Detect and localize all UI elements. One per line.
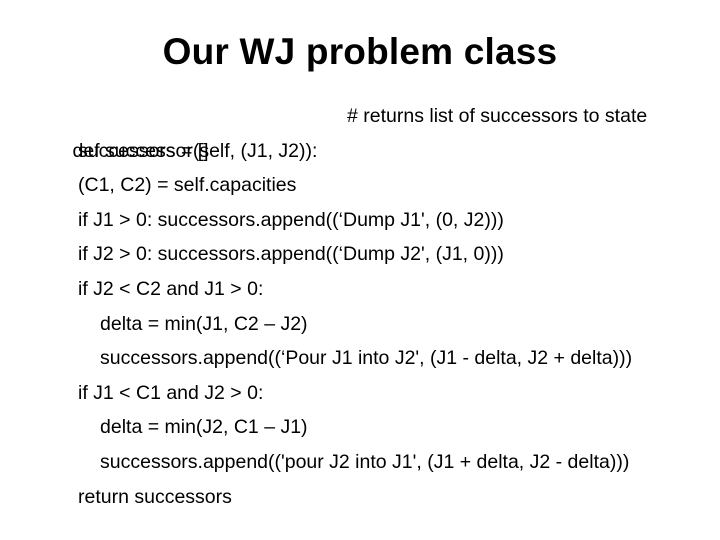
code-line: delta = min(J1, C2 – J2): [100, 312, 308, 335]
code-line: successors.append((‘Pour J1 into J2', (J…: [100, 347, 633, 370]
code-line: if J1 < C1 and J2 > 0:: [78, 381, 264, 404]
code-line: successors.append(('pour J2 into J1', (J…: [100, 450, 630, 473]
code-line: successors = []: [78, 139, 209, 162]
code-line-text: def successor(self, (J1, J2)):: [72, 139, 318, 162]
code-line: delta = min(J2, C1 – J1): [100, 416, 308, 439]
code-block: def successor(self, (J1, J2)): # returns…: [40, 99, 710, 514]
code-line: if J1 > 0: successors.append((‘Dump J1',…: [78, 208, 504, 231]
code-line: if J2 > 0: successors.append((‘Dump J2',…: [78, 243, 504, 266]
slide-title: Our WJ problem class: [162, 31, 558, 72]
code-line: (C1, C2) = self.capacities: [78, 174, 297, 197]
code-line: if J2 < C2 and J1 > 0:: [78, 277, 264, 300]
code-line-def: def successor(self, (J1, J2)): # returns…: [40, 99, 710, 162]
code-comment: # returns list of successors to state: [347, 105, 648, 127]
code-line: return successors: [78, 485, 232, 508]
